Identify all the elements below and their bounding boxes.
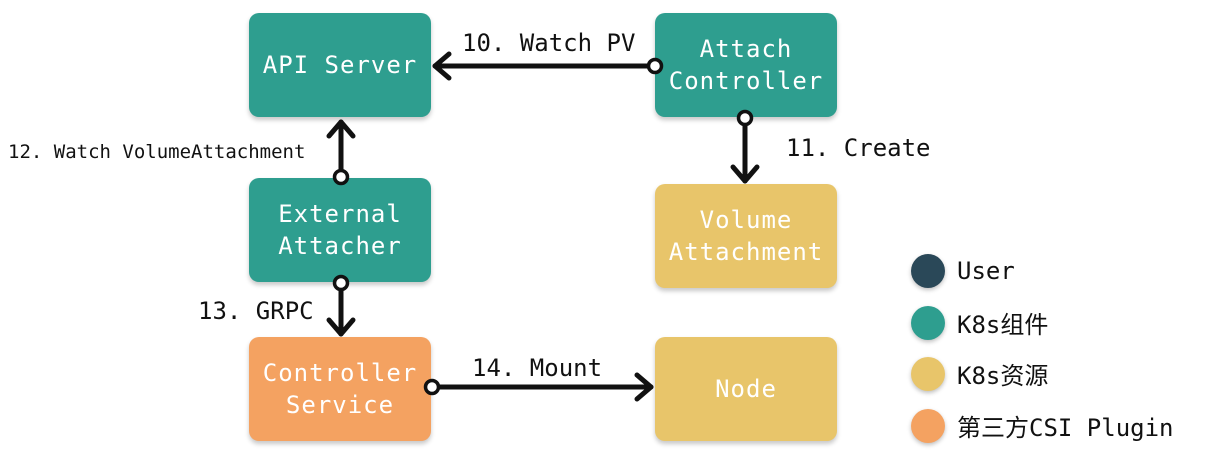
- legend-dot-k8s-resource: [911, 356, 945, 391]
- node-label: Node: [715, 375, 777, 403]
- external-attacher-label: External Attacher: [278, 200, 402, 260]
- legend-label-k8s-resource: K8s资源: [957, 362, 1049, 390]
- edge-label-create: 11. Create: [786, 134, 931, 162]
- edge-mount: [423, 372, 654, 402]
- volume-attachment-node: Volume Attachment: [655, 184, 837, 288]
- attach-controller-node: Attach Controller: [655, 13, 837, 117]
- attach-controller-label: Attach Controller: [668, 35, 824, 95]
- edge-label-grpc: 13. GRPC: [198, 297, 314, 325]
- legend-item-k8s-component: K8s组件: [911, 305, 1048, 340]
- edge-watch-volumeattachment: [326, 119, 356, 186]
- api-server-label: API Server: [262, 51, 418, 79]
- controller-service-label: Controller Service: [262, 359, 418, 419]
- external-attacher-node: External Attacher: [249, 178, 431, 282]
- node-node: Node: [655, 337, 837, 441]
- api-server-node: API Server: [249, 13, 431, 117]
- edge-label-mount: 14. Mount: [472, 354, 603, 382]
- volume-attachment-label: Volume Attachment: [668, 206, 824, 266]
- edge-create: [730, 109, 760, 184]
- legend-item-user: User: [911, 254, 1015, 288]
- edge-label-watch-pv: 10. Watch PV: [462, 29, 636, 57]
- legend-item-third-party: 第三方CSI Plugin: [911, 408, 1174, 443]
- edge-label-watch-volumeattachment: 12. Watch VolumeAttachment: [8, 141, 306, 163]
- legend-label-user: User: [957, 257, 1015, 285]
- legend-dot-user: [911, 254, 945, 288]
- edge-watch-pv: [432, 51, 664, 81]
- legend-dot-k8s-component: [911, 305, 945, 340]
- legend-label-k8s-component: K8s组件: [957, 311, 1049, 339]
- edge-grpc: [326, 274, 356, 337]
- legend-dot-third-party: [911, 408, 945, 443]
- legend-label-third-party: 第三方CSI Plugin: [957, 414, 1174, 442]
- legend-item-k8s-resource: K8s资源: [911, 356, 1048, 391]
- controller-service-node: Controller Service: [249, 337, 431, 441]
